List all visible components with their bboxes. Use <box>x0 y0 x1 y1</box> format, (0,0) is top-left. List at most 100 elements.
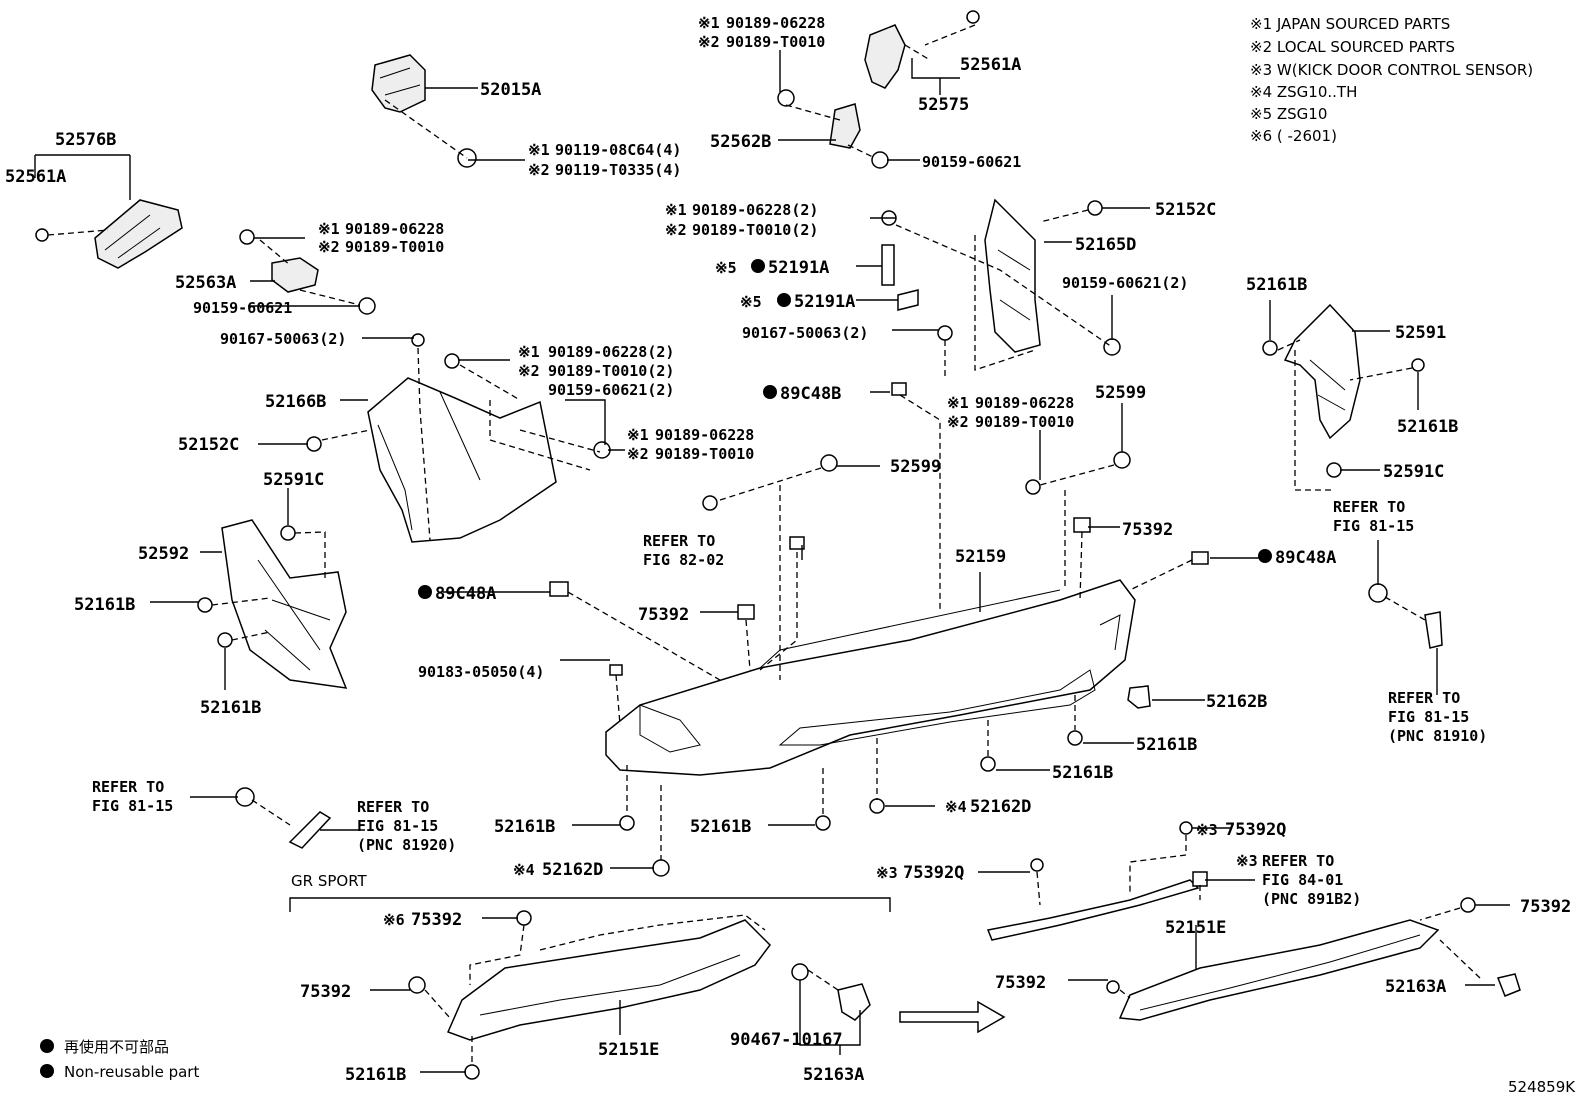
callout-52592: 52592 <box>138 544 189 564</box>
marker-1: ※1 <box>627 426 649 444</box>
callout-52563A: 52563A <box>175 273 236 293</box>
legend-note-3: ※3 W(KICK DOOR CONTROL SENSOR) <box>1250 61 1533 79</box>
alt-japan-part: 90189-06228 <box>726 14 825 32</box>
connector-icon <box>549 581 569 597</box>
refer-to-label: REFER TO <box>357 798 429 816</box>
cap-52163A-left-shape <box>837 983 871 1021</box>
callout-75392-5: 75392 <box>411 910 462 930</box>
clip-icon <box>239 229 255 245</box>
reference-blocks: REFER TO FIG 82-02 REFER TO FIG 81-15 RE… <box>92 498 1487 908</box>
callout-52599-left: 52599 <box>890 457 941 477</box>
callout-52191A-2: 52191A <box>794 292 855 312</box>
clip-icon <box>1067 730 1083 746</box>
nut-icon <box>280 525 296 541</box>
callout-75392-1: 75392 <box>1122 520 1173 540</box>
filled-dot-icon <box>1258 549 1272 563</box>
callout-75392-6: 75392 <box>300 982 351 1002</box>
filled-dot-icon <box>777 293 791 307</box>
clip-icon <box>516 910 532 926</box>
callout-52161B-8: 52161B <box>690 817 751 837</box>
nut-icon <box>1326 462 1342 478</box>
clip-icon <box>1262 340 1278 356</box>
callout-52162B: 52162B <box>1206 692 1267 712</box>
filled-dot-icon <box>40 1039 54 1053</box>
clip-icon <box>702 495 718 511</box>
callout-89C48B: 89C48B <box>780 384 841 404</box>
alt-local-part: 90189-T0010 <box>345 238 444 256</box>
callout-52151E-left: 52151E <box>598 1040 659 1060</box>
refer-to-label: REFER TO <box>1262 852 1334 870</box>
callout-52161B-2: 52161B <box>200 698 261 718</box>
marker-1: ※1 <box>698 14 720 32</box>
pad-52191A-shape <box>881 244 895 286</box>
clip-icon <box>1087 200 1103 216</box>
marker-2: ※2 <box>698 33 720 51</box>
cap-52162B-shape <box>1127 685 1151 709</box>
alt-local-part: 90189-T0010 <box>975 413 1074 431</box>
marker-1: ※1 <box>518 343 540 361</box>
callout-52161B-5: 52161B <box>1136 735 1197 755</box>
callout-52159: 52159 <box>955 547 1006 567</box>
refer-to-label: REFER TO <box>1333 498 1405 516</box>
retainer-icon <box>891 382 907 396</box>
screw-icon <box>35 228 49 242</box>
clip-icon <box>464 1064 480 1080</box>
marker-2: ※2 <box>318 238 340 256</box>
callout-75392-4: 75392 <box>995 973 1046 993</box>
alt-japan-part: 90189-06228(2) <box>548 343 674 361</box>
screw-icon <box>411 333 425 347</box>
marker-3: ※3 <box>1196 821 1218 839</box>
callout-75392Q-2: 75392Q <box>903 863 964 883</box>
bracket-52576B-shape <box>94 199 183 269</box>
fasteners <box>35 10 1476 1080</box>
filled-dot-icon <box>40 1064 54 1078</box>
callout-52591: 52591 <box>1395 323 1446 343</box>
callout-52562B: 52562B <box>710 132 771 152</box>
callout-52191A-1: 52191A <box>768 258 829 278</box>
filled-dot-icon <box>763 385 777 399</box>
marker-1: ※1 <box>665 201 687 219</box>
marker-3: ※3 <box>1236 852 1258 870</box>
marker-2: ※2 <box>518 362 540 380</box>
bolt-icon <box>871 151 889 169</box>
alt-japan-part: 90189-06228(2) <box>692 201 818 219</box>
callout-52151E-right: 52151E <box>1165 918 1226 938</box>
non-reusable-jp-label: 再使用不可部品 <box>64 1038 169 1056</box>
callout-52162D-right: 52162D <box>970 797 1031 817</box>
legend-note-5: ※5 ZSG10 <box>1250 105 1327 123</box>
clip-icon <box>815 815 831 831</box>
bracket-52575-shape <box>864 24 906 89</box>
retainer-icon <box>789 536 805 550</box>
bracket-52563A-shape <box>271 257 319 293</box>
clip-icon <box>1073 517 1091 533</box>
clip-icon <box>217 632 233 648</box>
clip-icon <box>737 604 755 620</box>
diagram-id: 524859K <box>1508 1078 1576 1096</box>
screw-icon <box>1411 358 1425 372</box>
callout-52162D-left: 52162D <box>542 860 603 880</box>
bracket-52165D-shape <box>984 198 1041 353</box>
pad-52191A-shape-2 <box>897 289 919 311</box>
refer-to-pnc: (PNC 81920) <box>357 836 456 854</box>
refer-to-figure: FIG 82-02 <box>643 551 724 569</box>
marker-2: ※2 <box>528 161 550 179</box>
alt-local-part: 90189-T0010(2) <box>692 221 818 239</box>
alt-japan-part: 90189-06228 <box>655 426 754 444</box>
bolt-icon <box>791 963 809 981</box>
callout-52161B-7: 52161B <box>494 817 555 837</box>
alt-japan-part: 90119-08C64(4) <box>555 141 681 159</box>
callout-52165D: 52165D <box>1075 235 1136 255</box>
callout-52161B-9: 52161B <box>345 1065 406 1085</box>
bolt-icon <box>1113 451 1131 469</box>
clip-icon <box>652 859 670 877</box>
screw-icon <box>1179 821 1193 835</box>
bolt-icon <box>1103 338 1121 356</box>
connector-icon <box>1192 871 1208 887</box>
callout-52161B-1: 52161B <box>74 595 135 615</box>
grommet-icon <box>235 787 255 807</box>
screw-icon <box>937 325 953 341</box>
legend-notes: ※1 JAPAN SOURCED PARTS ※2 LOCAL SOURCED … <box>1250 15 1533 145</box>
side-cover-52166B-shape <box>367 377 557 543</box>
gr-sport-bracket <box>289 897 891 912</box>
